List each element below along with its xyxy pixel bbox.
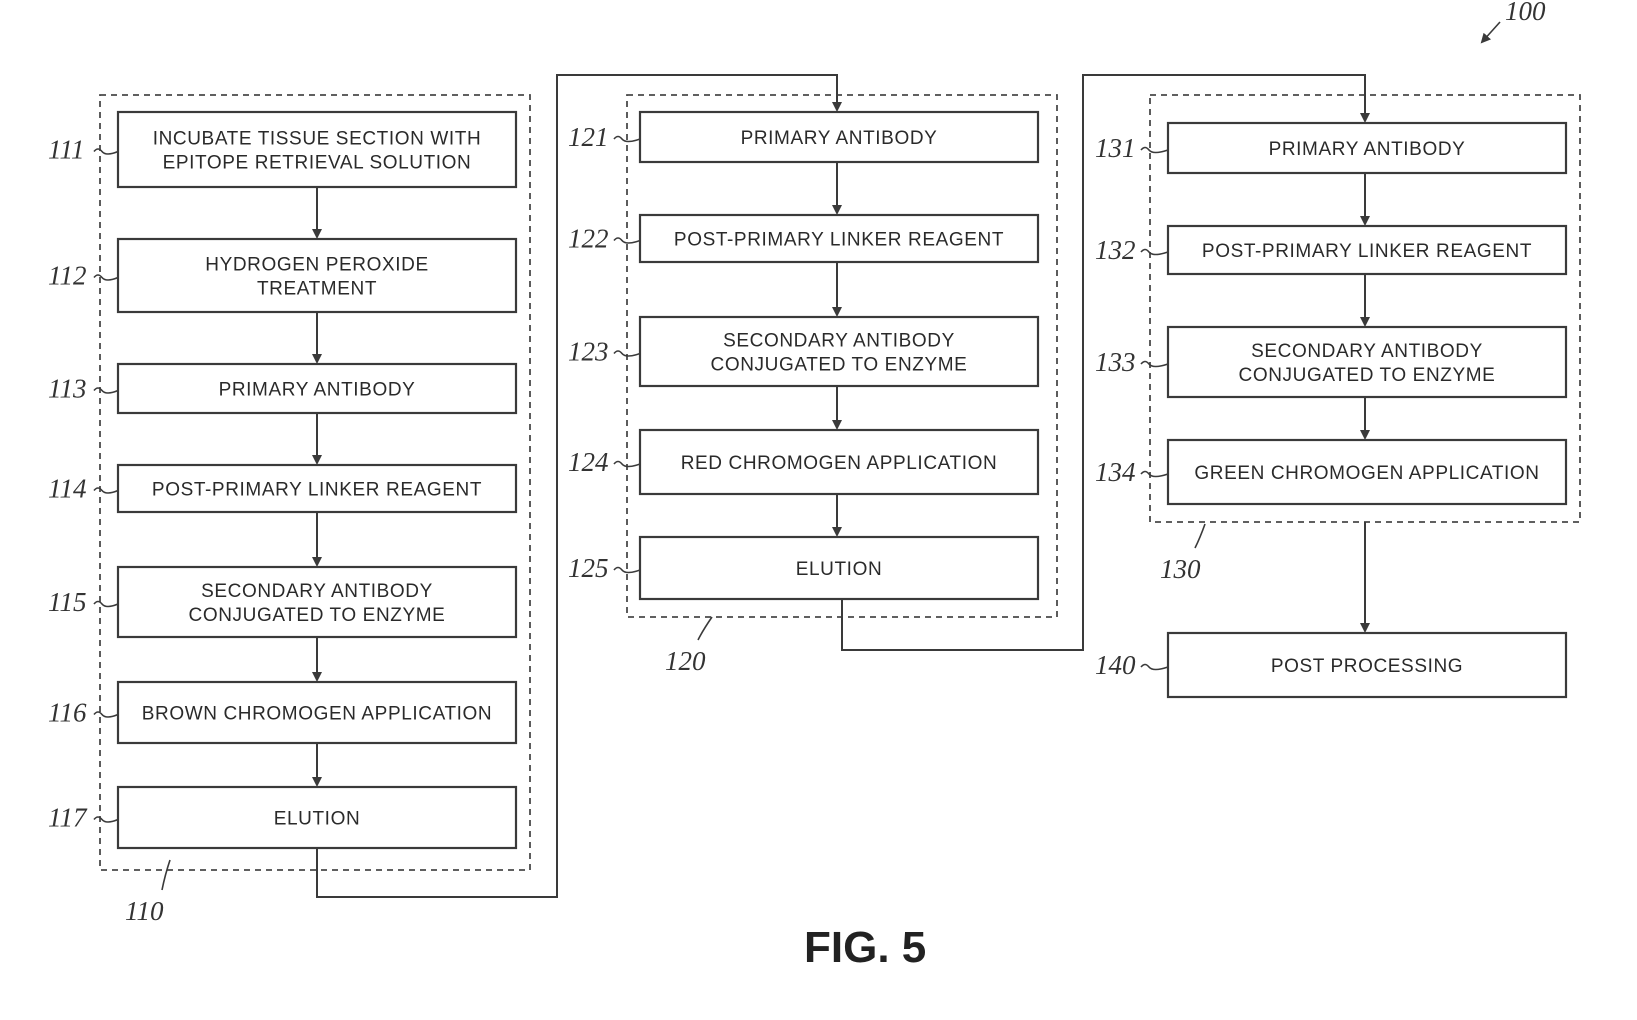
step-116-line-1: BROWN CHROMOGEN APPLICATION (142, 704, 493, 725)
step-115-line-1: SECONDARY ANTIBODY (201, 581, 433, 602)
group-110-leader (162, 860, 170, 890)
step-111-box (118, 112, 516, 187)
step-122-ref: 122 (568, 224, 609, 254)
step-123-ref: 123 (568, 337, 609, 367)
step-131-leader (1141, 148, 1168, 153)
step-113-line-1: PRIMARY ANTIBODY (219, 380, 416, 401)
step-134-leader (1141, 472, 1168, 477)
step-117-leader (94, 817, 118, 822)
step-133: SECONDARY ANTIBODY CONJUGATED TO ENZYME 13… (1095, 327, 1566, 397)
step-125-ref: 125 (568, 553, 609, 583)
group-110-label: 110 (125, 896, 164, 926)
step-117-line-1: ELUTION (274, 809, 361, 830)
step-123-line-2: CONJUGATED TO ENZYME (711, 355, 968, 376)
figure-ref-label: 100 (1505, 0, 1546, 26)
group-120-leader (698, 617, 712, 640)
step-131-line-1: PRIMARY ANTIBODY (1269, 139, 1466, 160)
step-131-ref: 131 (1095, 133, 1136, 163)
step-140-leader (1141, 665, 1168, 670)
group-ref-130: 130 (1160, 524, 1205, 584)
step-112-leader (94, 275, 118, 280)
figure-caption: FIG. 5 (804, 923, 926, 972)
group-130-label: 130 (1160, 554, 1201, 584)
step-115-ref: 115 (48, 587, 87, 617)
step-133-line-2: CONJUGATED TO ENZYME (1239, 365, 1496, 386)
step-116: BROWN CHROMOGEN APPLICATION 116 (48, 682, 516, 743)
step-111-line-1: INCUBATE TISSUE SECTION WITH (153, 129, 482, 150)
step-134-ref: 134 (1095, 457, 1136, 487)
step-112-ref: 112 (48, 261, 87, 291)
step-124: RED CHROMOGEN APPLICATION 124 (568, 430, 1038, 494)
step-133-box (1168, 327, 1566, 397)
step-112-line-2: TREATMENT (257, 279, 377, 300)
step-132-ref: 132 (1095, 235, 1136, 265)
step-113-leader (94, 388, 118, 393)
step-123-line-1: SECONDARY ANTIBODY (723, 331, 955, 352)
step-113: PRIMARY ANTIBODY 113 (48, 364, 516, 413)
step-112-line-1: HYDROGEN PEROXIDE (205, 255, 428, 276)
step-124-ref: 124 (568, 447, 609, 477)
step-115-line-2: CONJUGATED TO ENZYME (189, 605, 446, 626)
step-121-ref: 121 (568, 122, 609, 152)
step-131: PRIMARY ANTIBODY 131 (1095, 123, 1566, 173)
step-117-ref: 117 (48, 803, 88, 833)
step-122-line-1: POST-PRIMARY LINKER REAGENT (674, 230, 1004, 251)
step-132-line-1: POST-PRIMARY LINKER REAGENT (1202, 241, 1532, 262)
step-114-leader (94, 488, 118, 493)
step-111-line-2: EPITOPE RETRIEVAL SOLUTION (163, 153, 472, 174)
step-123-leader (614, 351, 640, 356)
step-111-ref: 111 (48, 135, 85, 165)
group-120-label: 120 (665, 646, 706, 676)
step-121: PRIMARY ANTIBODY 121 (568, 112, 1038, 162)
step-133-leader (1141, 362, 1168, 367)
step-115: SECONDARY ANTIBODY CONJUGATED TO ENZYME 11… (48, 567, 516, 637)
step-125: ELUTION 125 (568, 537, 1038, 599)
step-140: POST PROCESSING 140 (1095, 633, 1566, 697)
step-121-line-1: PRIMARY ANTIBODY (741, 128, 938, 149)
step-123-box (640, 317, 1038, 386)
step-132-leader (1141, 250, 1168, 255)
step-125-line-1: ELUTION (796, 559, 883, 580)
step-114: POST-PRIMARY LINKER REAGENT 114 (48, 465, 516, 512)
step-114-ref: 114 (48, 474, 87, 504)
figure-ref-100: 100 (1482, 0, 1546, 42)
step-122: POST-PRIMARY LINKER REAGENT 122 (568, 215, 1038, 262)
figure-ref-arrow (1482, 22, 1500, 42)
step-116-leader (94, 712, 118, 717)
step-132: POST-PRIMARY LINKER REAGENT 132 (1095, 226, 1566, 274)
step-134-line-1: GREEN CHROMOGEN APPLICATION (1194, 463, 1539, 484)
step-114-line-1: POST-PRIMARY LINKER REAGENT (152, 480, 482, 501)
step-124-line-1: RED CHROMOGEN APPLICATION (681, 453, 998, 474)
steps-layer: INCUBATE TISSUE SECTION WITH EPITOPE RETR… (48, 112, 1566, 848)
step-115-leader (94, 602, 118, 607)
step-140-line-1: POST PROCESSING (1271, 656, 1463, 677)
step-111-leader (94, 149, 118, 154)
group-ref-120: 120 (665, 617, 712, 676)
step-116-ref: 116 (48, 698, 87, 728)
step-111: INCUBATE TISSUE SECTION WITH EPITOPE RETR… (48, 112, 516, 187)
step-133-line-1: SECONDARY ANTIBODY (1251, 341, 1483, 362)
step-113-ref: 113 (48, 374, 87, 404)
step-133-ref: 133 (1095, 347, 1136, 377)
group-130-leader (1195, 524, 1205, 548)
step-140-ref: 140 (1095, 650, 1136, 680)
step-115-box (118, 567, 516, 637)
step-112: HYDROGEN PEROXIDE TREATMENT 112 (48, 239, 516, 312)
step-134: GREEN CHROMOGEN APPLICATION 134 (1095, 440, 1566, 504)
step-123: SECONDARY ANTIBODY CONJUGATED TO ENZYME 12… (568, 317, 1038, 386)
step-112-box (118, 239, 516, 312)
step-117: ELUTION 117 (48, 787, 516, 848)
